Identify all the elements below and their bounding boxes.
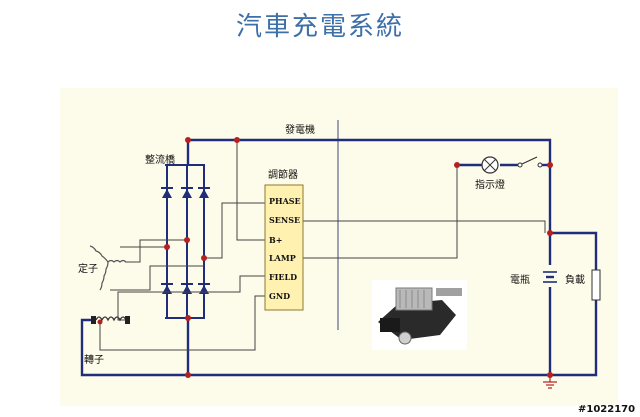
battery-label: 電瓶: [510, 273, 530, 286]
stator-label: 定子: [78, 262, 98, 275]
watermark: #1022170: [578, 404, 635, 415]
rectifier-label: 整流橋: [145, 153, 175, 166]
regulator-box: [264, 184, 304, 311]
alternator-label: 發電機: [285, 123, 315, 136]
switch-icon: [517, 156, 543, 168]
page-title: 汽車充電系統: [235, 12, 404, 42]
rotor-brush: [91, 316, 96, 324]
battery-icon: [540, 265, 560, 287]
stator-coils: [89, 245, 127, 291]
load-label: 負載: [565, 274, 585, 286]
rotor-coil: [95, 316, 127, 322]
rotor-brush: [125, 316, 130, 324]
terminal-gnd: GND: [269, 291, 290, 301]
regulator-photo: [372, 280, 467, 350]
rotor-label: 轉子: [84, 353, 104, 366]
terminal-bplus: B+: [269, 235, 282, 245]
diode-icon: [162, 189, 172, 198]
terminal-sense: SENSE: [269, 215, 300, 225]
indicator-lamp-icon: [481, 156, 499, 174]
diode-icon: [199, 189, 209, 198]
indicator-label: 指示燈: [475, 178, 505, 191]
diode-icon: [182, 189, 192, 198]
regulator-label: 調節器: [268, 168, 298, 181]
signal-wiring: [99, 140, 546, 351]
terminal-lamp: LAMP: [269, 253, 296, 263]
terminal-field: FIELD: [269, 272, 297, 282]
junction-nodes: [97, 137, 553, 378]
terminal-phase: PHASE: [269, 196, 301, 206]
load-resistor-icon: [591, 269, 601, 301]
